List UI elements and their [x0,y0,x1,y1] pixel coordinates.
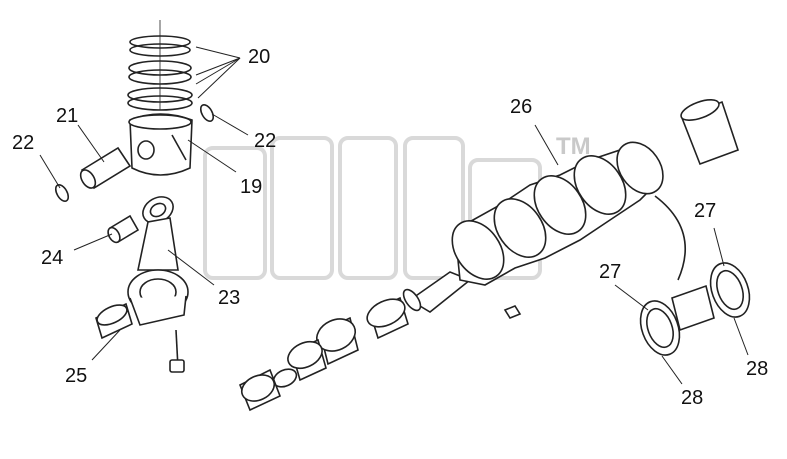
watermark-trademark: TM [556,133,591,160]
piston-rings [127,20,193,111]
front-gear-stack [238,296,409,412]
piston [128,113,193,176]
crankshaft [402,141,664,319]
big-end-bearing [95,302,133,340]
callout-26: 26 [510,96,533,118]
callout-27-right: 27 [694,200,717,222]
watermark-logo [203,136,542,280]
circlips [54,104,215,202]
small-end-bushing [107,214,140,244]
callout-25: 25 [65,365,88,387]
callout-27-left: 27 [599,261,622,283]
callout-20: 20 [248,46,271,68]
leader-lines [39,46,749,385]
callout-28-right: 28 [746,358,769,380]
piston-pin [79,146,132,190]
rear-seal-ring [680,99,740,166]
callout-19: 19 [240,176,263,198]
connecting-rod [127,196,189,373]
callout-28-bottom: 28 [681,387,704,409]
callout-21: 21 [56,105,79,127]
callout-22-right: 22 [254,130,277,152]
thrust-washers [639,195,751,356]
callout-23: 23 [218,287,241,309]
callout-24: 24 [41,247,64,269]
callout-22-left: 22 [12,132,35,154]
